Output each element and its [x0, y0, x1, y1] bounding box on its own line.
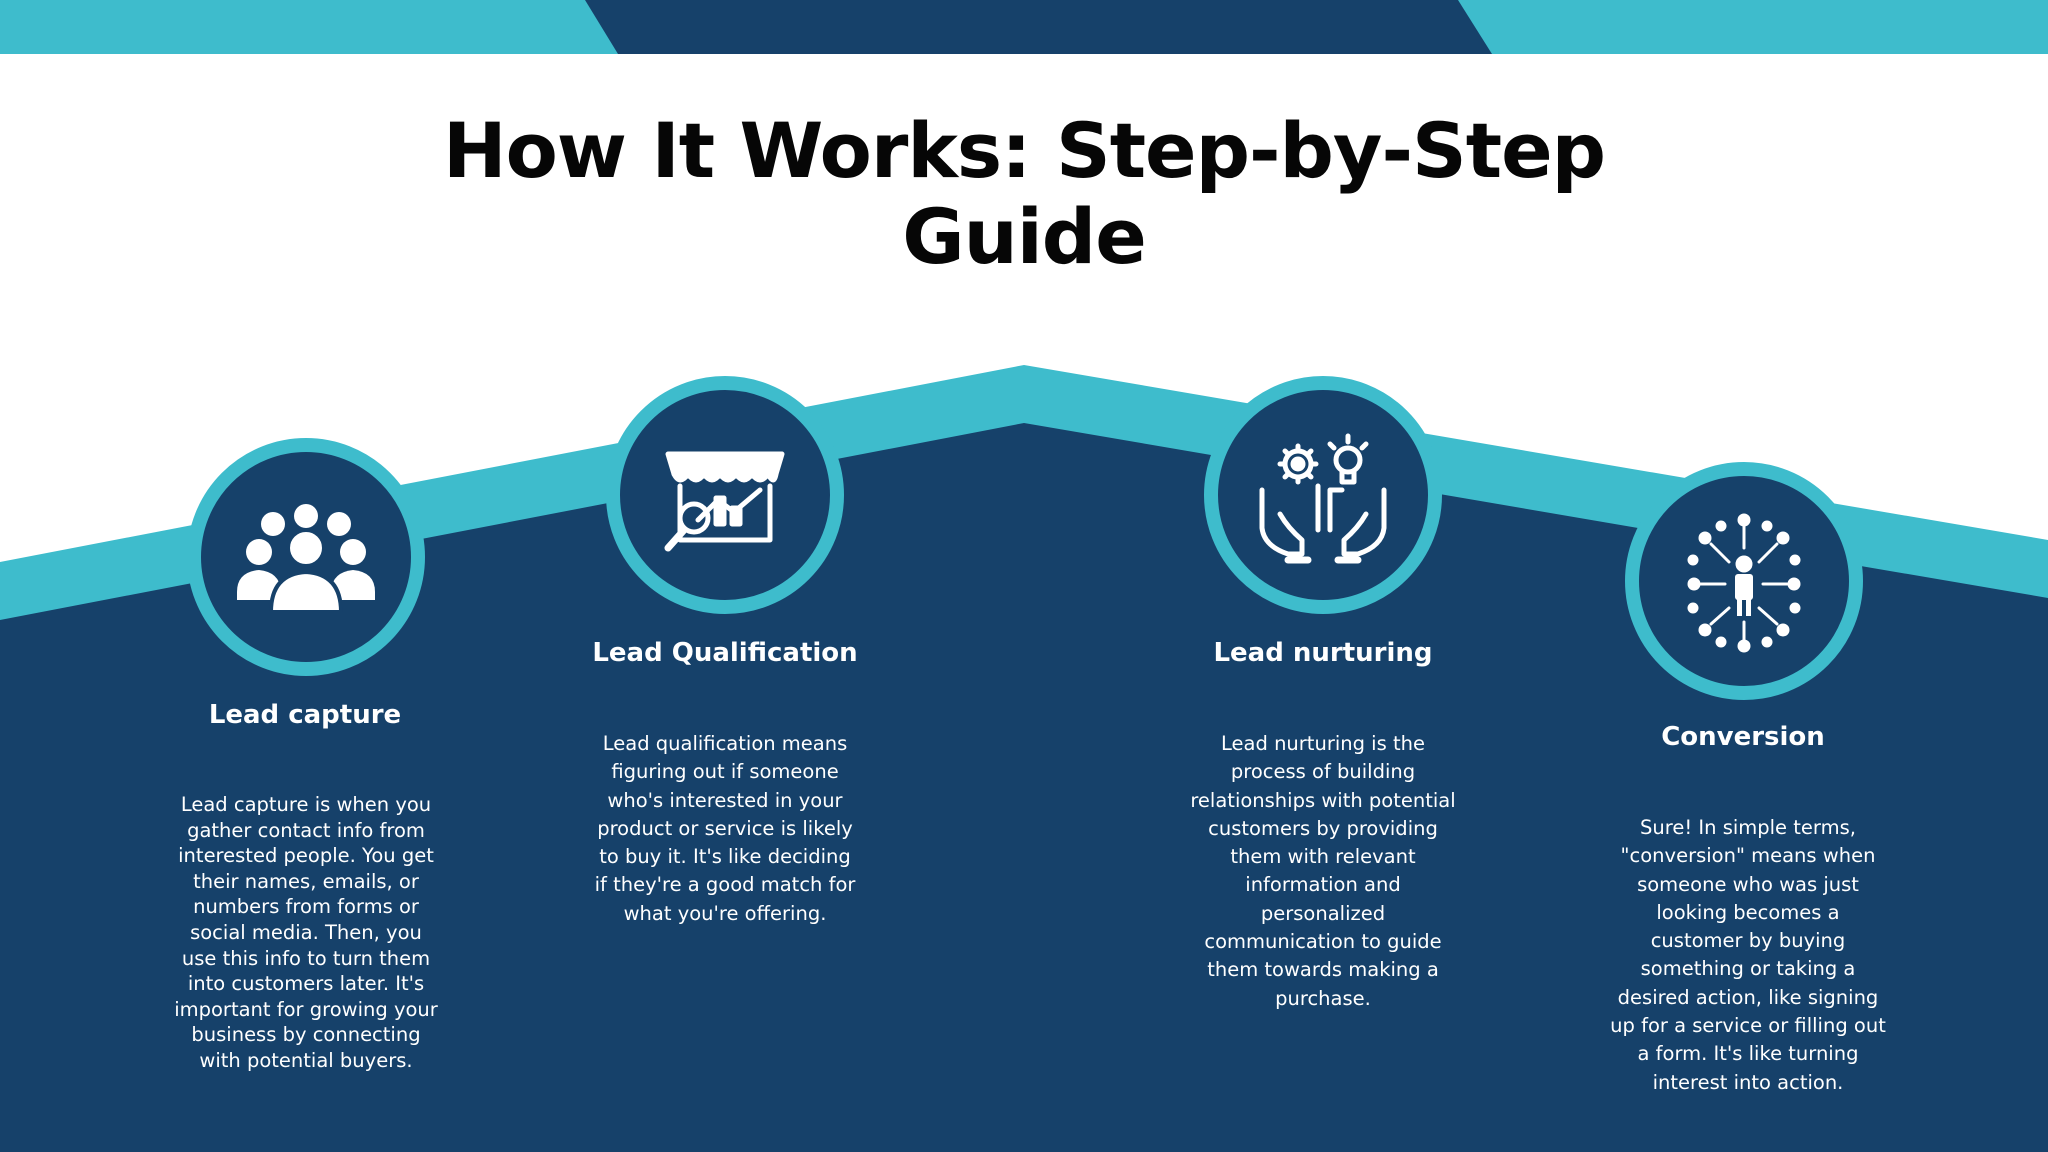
- step-2-icon-circle: [606, 376, 844, 614]
- navy-body: [0, 423, 2048, 1152]
- storefront-analytics-icon: [664, 451, 785, 552]
- step-1-title: Lead capture: [208, 700, 402, 730]
- step-4-description: Sure! In simple terms, "conversion" mean…: [1610, 816, 1886, 1094]
- step-3-description: Lead nurturing is the process of buildin…: [1190, 732, 1456, 1010]
- hands-gear-lightbulb-icon: [1259, 433, 1387, 564]
- step-2-title: Lead Qualification: [592, 638, 858, 668]
- people-group-icon: [237, 504, 375, 614]
- step-4-title: Conversion: [1661, 722, 1825, 752]
- step-2-description: Lead qualification means figuring out if…: [594, 732, 856, 925]
- step-1-icon-circle: [187, 438, 425, 676]
- page-title: How It Works: Step-by-Step Guide: [442, 106, 1606, 281]
- top-banner-navy: [585, 0, 1492, 54]
- step-1-description: Lead capture is when you gather contact …: [174, 793, 438, 1072]
- step-3-icon-circle: [1204, 376, 1442, 614]
- step-4-icon-circle: [1625, 462, 1863, 700]
- step-3-title: Lead nurturing: [1213, 638, 1433, 668]
- person-network-icon: [1687, 513, 1801, 653]
